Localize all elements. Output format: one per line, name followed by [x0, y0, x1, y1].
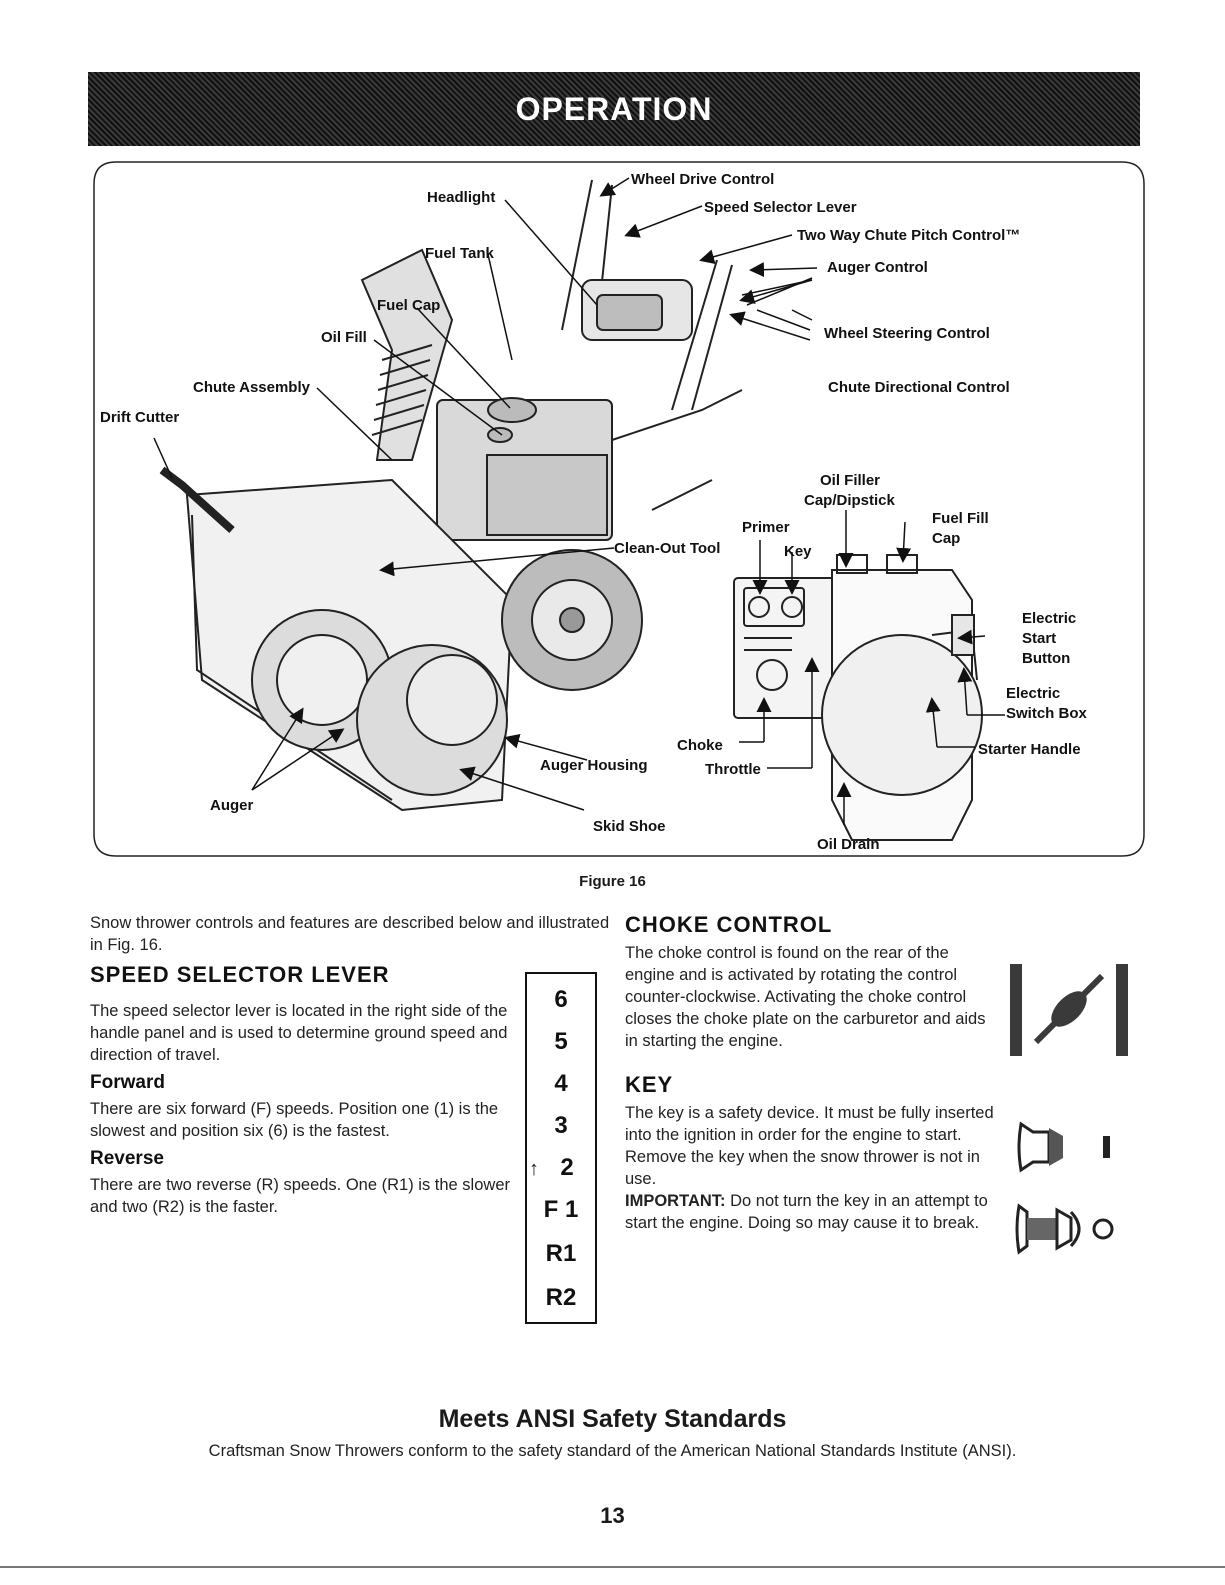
label-clean-out-tool: Clean-Out Tool — [614, 540, 720, 557]
label-electric-start-3: Button — [1022, 650, 1070, 667]
speed-position-f1: F 1 — [543, 1196, 579, 1223]
label-electric-switch-2: Switch Box — [1006, 705, 1088, 722]
label-fuel-fill-2: Cap — [932, 530, 960, 547]
key-on-icon — [1015, 1203, 1114, 1255]
label-chute-assembly: Chute Assembly — [193, 379, 311, 396]
key-text: The key is a safety device. It must be f… — [625, 1104, 994, 1188]
label-oil-drain: Oil Drain — [817, 836, 880, 853]
label-chute-directional-control: Chute Directional Control — [828, 379, 1010, 396]
label-auger-housing: Auger Housing — [540, 757, 648, 774]
label-oil-fill: Oil Fill — [321, 329, 367, 346]
engine-closeup-drawing — [733, 554, 983, 841]
speed-selector-text: The speed selector lever is located in t… — [90, 1002, 508, 1064]
snow-thrower-drawing — [159, 179, 743, 812]
key-off-icon — [1017, 1121, 1110, 1173]
key-heading: KEY — [625, 1072, 674, 1097]
right-column: CHOKE CONTROL The choke control is found… — [625, 912, 995, 1234]
figure-border — [93, 161, 1145, 857]
left-column: Snow thrower controls and features are d… — [90, 912, 610, 988]
label-electric-start-1: Electric — [1022, 610, 1076, 627]
label-oil-filler-2: Cap/Dipstick — [804, 492, 896, 509]
choke-heading: CHOKE CONTROL — [625, 912, 833, 937]
label-primer: Primer — [742, 519, 790, 536]
choke-text: The choke control is found on the rear o… — [625, 944, 986, 1050]
label-fuel-cap: Fuel Cap — [377, 297, 440, 314]
label-auger: Auger — [210, 797, 254, 814]
speed-description: The speed selector lever is located in t… — [90, 1000, 510, 1218]
speed-position-6: 6 — [554, 986, 568, 1013]
figure-16-illustration: Headlight Wheel Drive Control Speed Sele… — [93, 161, 1145, 857]
speed-position-r1: R1 — [545, 1240, 577, 1267]
figure-caption: Figure 16 — [579, 873, 646, 890]
header-banner: OPERATION — [88, 72, 1140, 146]
figure-labels: Headlight Wheel Drive Control Speed Sele… — [100, 171, 1088, 853]
reverse-text: There are two reverse (R) speeds. One (R… — [90, 1176, 510, 1216]
speed-position-2: 2 — [560, 1154, 574, 1181]
reverse-heading: Reverse — [90, 1148, 164, 1169]
important-label: IMPORTANT: — [625, 1192, 726, 1210]
speed-selector-gate: 6 5 4 3 ↑ 2 F 1 R1 R2 — [525, 972, 597, 1324]
label-wheel-drive-control: Wheel Drive Control — [631, 171, 774, 188]
speed-position-5: 5 — [554, 1028, 568, 1055]
label-starter-handle: Starter Handle — [978, 741, 1081, 758]
important-text: Do not turn the key in an attempt to sta… — [625, 1192, 988, 1232]
label-key: Key — [784, 543, 812, 560]
label-throttle: Throttle — [705, 761, 761, 778]
label-choke: Choke — [677, 737, 723, 754]
bottom-rule — [0, 1566, 1225, 1568]
ansi-title: Meets ANSI Safety Standards — [438, 1405, 787, 1433]
leader-lines — [153, 177, 1005, 825]
intro-text: Snow thrower controls and features are d… — [90, 914, 610, 954]
label-fuel-tank: Fuel Tank — [425, 245, 495, 262]
important-note: IMPORTANT: Do not turn the key in an att… — [625, 1190, 995, 1234]
page-number: 13 — [600, 1503, 625, 1528]
label-skid-shoe: Skid Shoe — [593, 818, 666, 835]
forward-text: There are six forward (F) speeds. Positi… — [90, 1100, 499, 1140]
forward-heading: Forward — [90, 1072, 165, 1093]
label-electric-start-2: Start — [1022, 630, 1056, 647]
speed-selector-heading: SPEED SELECTOR LEVER — [90, 962, 390, 987]
label-fuel-fill-1: Fuel Fill — [932, 510, 989, 527]
speed-position-r2: R2 — [545, 1284, 577, 1311]
speed-position-3: 3 — [554, 1112, 568, 1139]
label-oil-filler-1: Oil Filler — [820, 472, 880, 489]
label-speed-selector-lever: Speed Selector Lever — [704, 199, 857, 216]
choke-symbol-icon — [1010, 964, 1128, 1056]
ansi-text: Craftsman Snow Throwers conform to the s… — [208, 1442, 1017, 1460]
label-auger-control: Auger Control — [827, 259, 928, 276]
label-wheel-steering-control: Wheel Steering Control — [824, 325, 990, 342]
speed-position-4: 4 — [554, 1070, 568, 1097]
arrow-up-icon: ↑ — [529, 1158, 539, 1180]
label-drift-cutter: Drift Cutter — [100, 409, 179, 426]
label-electric-switch-1: Electric — [1006, 685, 1060, 702]
page-title: OPERATION — [515, 90, 713, 127]
label-two-way-chute-pitch: Two Way Chute Pitch Control™ — [797, 227, 1020, 244]
label-headlight: Headlight — [427, 189, 495, 206]
